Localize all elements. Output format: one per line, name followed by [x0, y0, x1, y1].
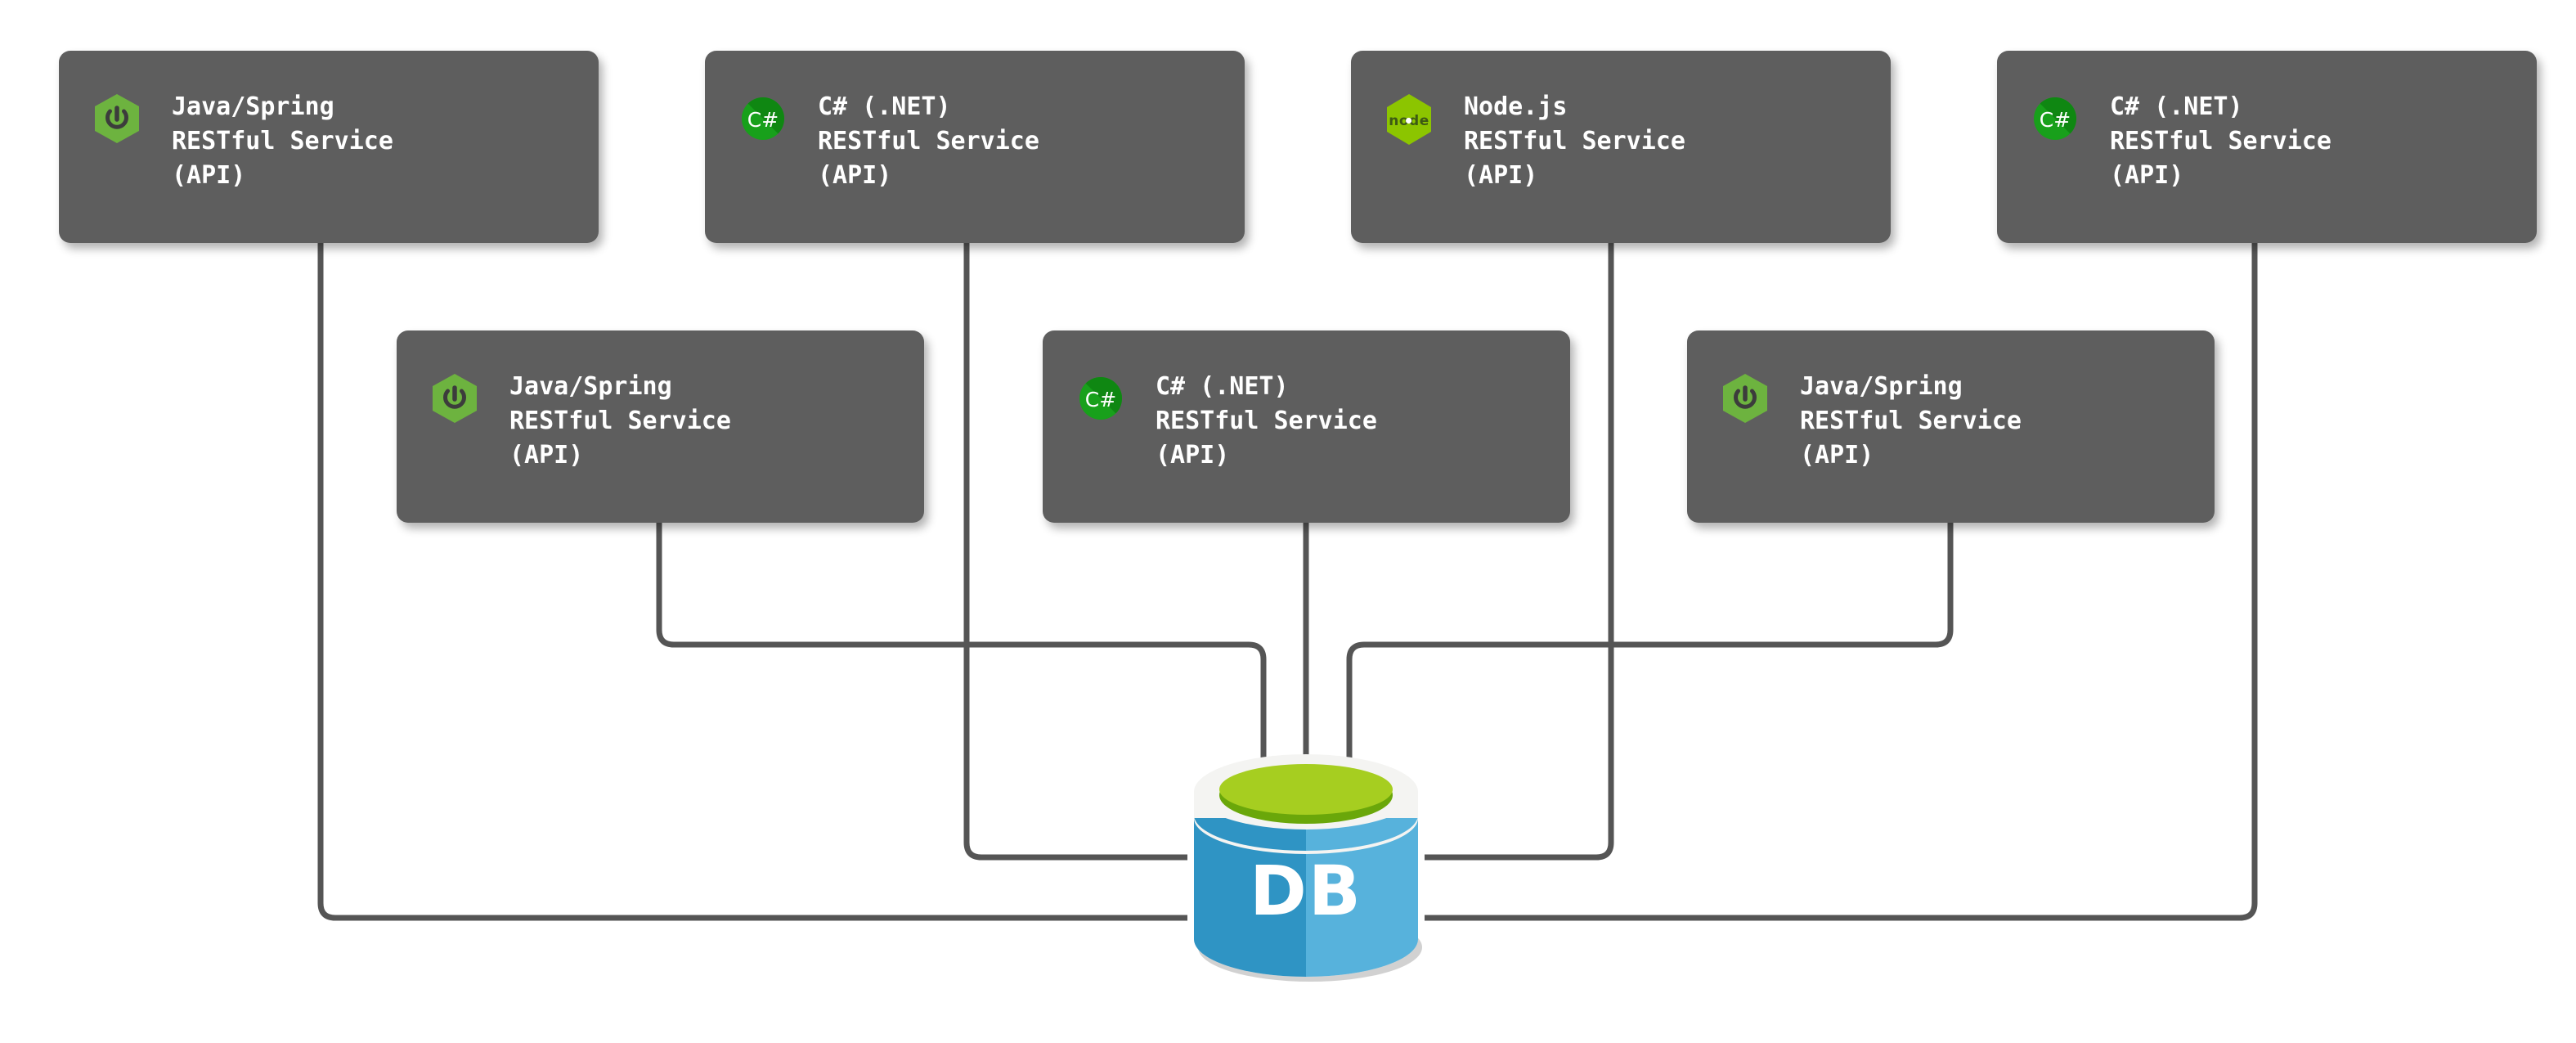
service-label: C# (.NET) RESTful Service (API) [818, 92, 1039, 190]
csharp-icon: C# [739, 93, 787, 144]
spring-icon [1721, 373, 1769, 424]
service-box-nodejs[interactable]: node Node.js RESTful Service (API) [1351, 51, 1891, 243]
service-label: Java/Spring RESTful Service (API) [172, 92, 393, 190]
nodejs-icon: node [1385, 93, 1433, 146]
service-box-csharp-dotnet-3[interactable]: C# C# (.NET) RESTful Service (API) [1043, 330, 1570, 523]
svg-text:C#: C# [747, 108, 779, 132]
connector-r2-3-to-db [1346, 523, 1954, 765]
service-box-java-spring-1[interactable]: Java/Spring RESTful Service (API) [59, 51, 599, 243]
csharp-icon: C# [1077, 373, 1124, 424]
service-label: C# (.NET) RESTful Service (API) [2110, 92, 2331, 190]
connector-r2-1-to-db [656, 523, 1267, 765]
service-box-java-spring-3[interactable]: Java/Spring RESTful Service (API) [1687, 330, 2215, 523]
service-label: C# (.NET) RESTful Service (API) [1156, 372, 1377, 470]
spring-icon [93, 93, 141, 144]
service-box-csharp-dotnet-1[interactable]: C# C# (.NET) RESTful Service (API) [705, 51, 1245, 243]
csharp-icon: C# [2031, 93, 2079, 144]
database-node[interactable]: DB [1187, 753, 1425, 982]
service-label: Node.js RESTful Service (API) [1464, 92, 1685, 190]
service-box-csharp-dotnet-2[interactable]: C# C# (.NET) RESTful Service (API) [1997, 51, 2537, 243]
service-label: Java/Spring RESTful Service (API) [509, 372, 731, 470]
svg-text:C#: C# [2040, 108, 2071, 132]
service-box-java-spring-2[interactable]: Java/Spring RESTful Service (API) [397, 330, 924, 523]
database-cylinder-icon [1194, 754, 1422, 982]
svg-text:C#: C# [1085, 388, 1116, 411]
spring-icon [431, 373, 478, 424]
service-label: Java/Spring RESTful Service (API) [1800, 372, 2022, 470]
